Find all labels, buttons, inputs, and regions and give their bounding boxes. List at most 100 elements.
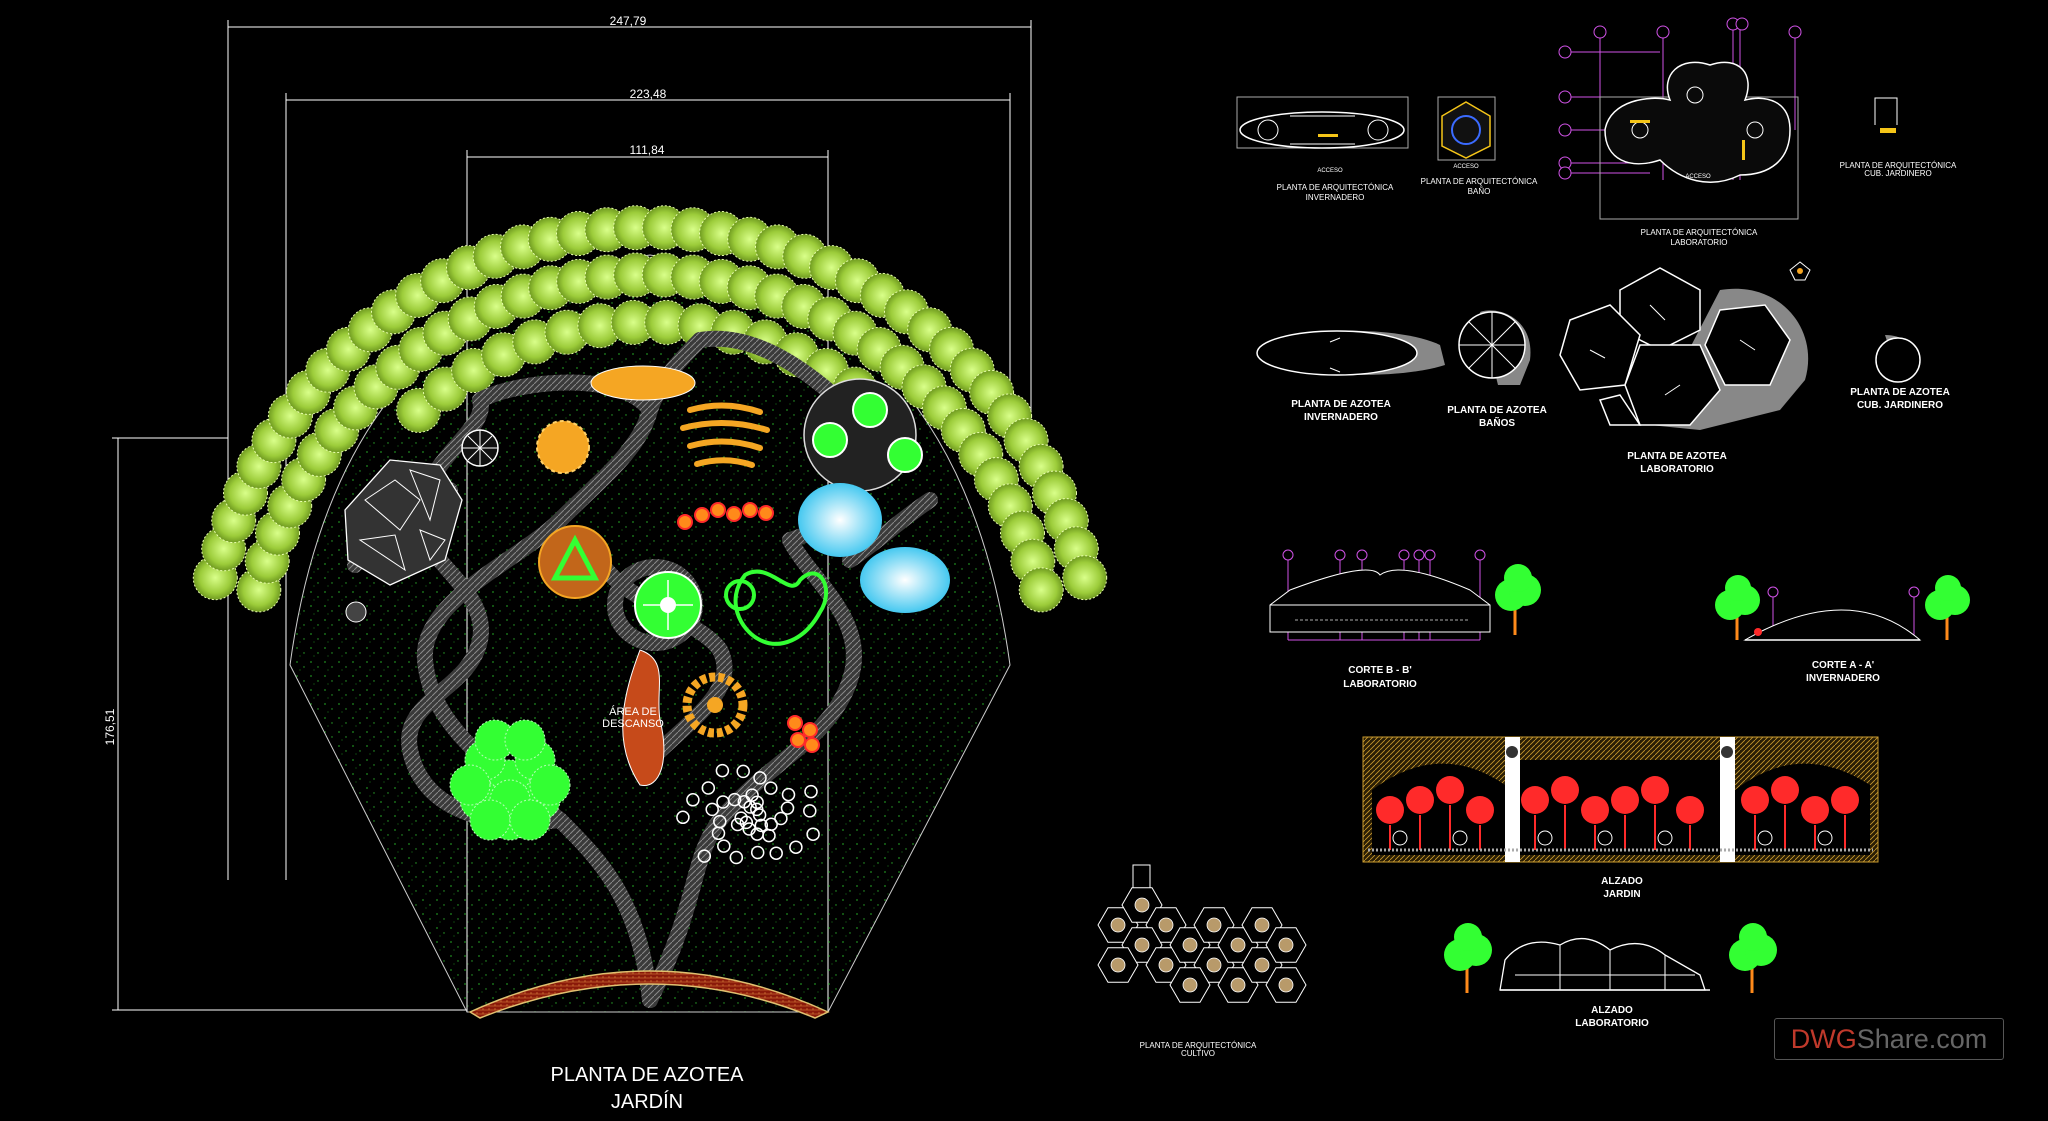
section-aa-title-1: CORTE A - A' xyxy=(1812,660,1874,671)
lab-plan-title-1: PLANTA DE ARQUITECTÓNICA xyxy=(1641,228,1758,237)
white-flower xyxy=(781,787,796,802)
red-tree xyxy=(1376,796,1404,824)
white-flower xyxy=(730,817,745,832)
white-flower xyxy=(729,850,744,865)
bathroom-access-label: ACCESO xyxy=(1453,164,1479,170)
rest-area-bench xyxy=(622,649,665,786)
white-flower xyxy=(739,815,754,830)
section-bb-laboratory: CORTE B - B' LABORATORIO xyxy=(1269,549,1541,690)
orange-ring-bed xyxy=(682,672,748,738)
white-flower xyxy=(774,811,788,826)
large-green-bush xyxy=(449,719,571,841)
section-aa-title-2: INVERNADERO xyxy=(1806,673,1880,684)
greenhouse-access-label: ACCESO xyxy=(1317,168,1343,174)
white-flower xyxy=(742,822,756,836)
white-shrub xyxy=(1537,830,1553,846)
white-shrub xyxy=(1452,830,1468,846)
white-flower xyxy=(769,846,783,860)
central-green-circle xyxy=(634,571,702,639)
cell-plant xyxy=(1158,957,1174,973)
laboratory-architectural-plan: ACCESO PLANTA DE ARQUITECTÓNICA LABORATO… xyxy=(1558,17,1802,247)
red-tree xyxy=(1831,786,1859,814)
red-tree xyxy=(1551,776,1579,804)
red-tree xyxy=(1641,776,1669,804)
planter-plan-title-1: PLANTA DE ARQUITECTÓNICA xyxy=(1840,161,1957,170)
main-garden-plan: 247,79 223,48 111,84 176,51 xyxy=(103,14,1108,1113)
white-flower xyxy=(705,802,719,817)
white-shrub xyxy=(1392,830,1408,846)
section-bb-title-1: CORTE B - B' xyxy=(1348,665,1412,676)
greenhouse-plan-title-1: PLANTA DE ARQUITECTÓNICA xyxy=(1277,183,1394,192)
red-tree xyxy=(1741,786,1769,814)
canopy-tree xyxy=(1018,567,1064,613)
lab-roof-title-2: LABORATORIO xyxy=(1640,464,1714,475)
section-aa-greenhouse: CORTE A - A' INVERNADERO xyxy=(1715,575,1970,684)
bush-cluster xyxy=(449,764,491,806)
lab-access-label: ACCESO xyxy=(1685,174,1711,180)
greenhouse-roof-title-2: INVERNADERO xyxy=(1304,412,1378,423)
laboratory-roof-plan: PLANTA DE AZOTEA LABORATORIO xyxy=(1559,261,1811,475)
white-flower xyxy=(736,764,750,779)
white-flower xyxy=(764,817,778,832)
cell-plant xyxy=(1110,917,1126,933)
white-flower xyxy=(750,845,765,860)
red-tree xyxy=(1406,786,1434,814)
white-flower xyxy=(754,818,769,833)
laboratory-roof-building xyxy=(344,459,463,586)
entrance-brick-arc xyxy=(468,970,830,1019)
cell-plant xyxy=(1230,937,1246,953)
cell-plant xyxy=(1254,917,1270,933)
white-flower xyxy=(803,804,817,818)
white-flower xyxy=(727,792,742,807)
cell-plant xyxy=(1206,917,1222,933)
bathroom-plan-title-1: PLANTA DE ARQUITECTÓNICA xyxy=(1421,177,1538,186)
watermark-brand: DWG xyxy=(1790,1023,1857,1054)
planter-roof-title-2: CUB. JARDINERO xyxy=(1857,400,1943,411)
red-tree xyxy=(1611,786,1639,814)
bathroom-plan-title-2: BAÑO xyxy=(1468,187,1491,196)
restroom-roof-title-2: BAÑOS xyxy=(1479,416,1515,429)
bush-cluster xyxy=(529,764,571,806)
dim-width-inner: 111,84 xyxy=(630,143,665,157)
red-tree xyxy=(1436,776,1464,804)
dim-width-total: 247,79 xyxy=(610,14,647,28)
greenhouse-architectural-plan: ACCESO PLANTA DE ARQUITECTÓNICA INVERNAD… xyxy=(1236,96,1409,202)
lab-elevation-title-1: ALZADO xyxy=(1591,1005,1633,1016)
white-flower xyxy=(713,814,727,829)
water-ponds xyxy=(798,483,950,613)
dim-height: 176,51 xyxy=(103,708,117,745)
cell-plant xyxy=(1230,977,1246,993)
red-tree xyxy=(1801,796,1829,824)
watermark-rest: Share.com xyxy=(1856,1023,1988,1054)
planter-cube-roof xyxy=(345,601,367,623)
cultivation-architectural-plan: PLANTA DE ARQUITECTÓNICA CULTIVO xyxy=(1097,864,1307,1058)
curved-orange-beds xyxy=(680,402,770,468)
white-flower xyxy=(717,839,731,853)
cell-plant xyxy=(1206,957,1222,973)
red-tree xyxy=(1771,776,1799,804)
bathroom-architectural-plan: ACCESO PLANTA DE ARQUITECTÓNICA BAÑO xyxy=(1421,96,1538,196)
white-flower xyxy=(750,795,764,810)
greenhouse-roof-title-1: PLANTA DE AZOTEA xyxy=(1291,399,1391,410)
planter-plan-title-2: CUB. JARDINERO xyxy=(1864,169,1932,178)
cell-plant xyxy=(1254,957,1270,973)
bush-cluster xyxy=(469,799,511,841)
lab-roof-title-1: PLANTA DE AZOTEA xyxy=(1627,451,1727,462)
white-flower xyxy=(764,781,778,795)
restroom-roof-title-1: PLANTA DE AZOTEA xyxy=(1447,405,1547,416)
main-plan-title-line2: JARDÍN xyxy=(611,1090,683,1113)
greenhouse-roof-oval xyxy=(590,365,696,401)
tree-canopy-arc xyxy=(192,205,1108,613)
orange-triangle-garden xyxy=(538,525,612,599)
round-green-pods xyxy=(803,378,923,492)
white-flower xyxy=(701,781,716,795)
cultivation-hex-cells xyxy=(1097,887,1307,1003)
bush-cluster xyxy=(504,719,546,761)
cell-plant xyxy=(1278,977,1294,993)
red-flower-cluster xyxy=(787,715,820,753)
red-tree xyxy=(1581,796,1609,824)
planter-architectural-plan: PLANTA DE ARQUITECTÓNICA CUB. JARDINERO xyxy=(1840,97,1957,178)
lab-elevation-title-2: LABORATORIO xyxy=(1575,1018,1649,1029)
green-loop-garden xyxy=(724,569,829,646)
